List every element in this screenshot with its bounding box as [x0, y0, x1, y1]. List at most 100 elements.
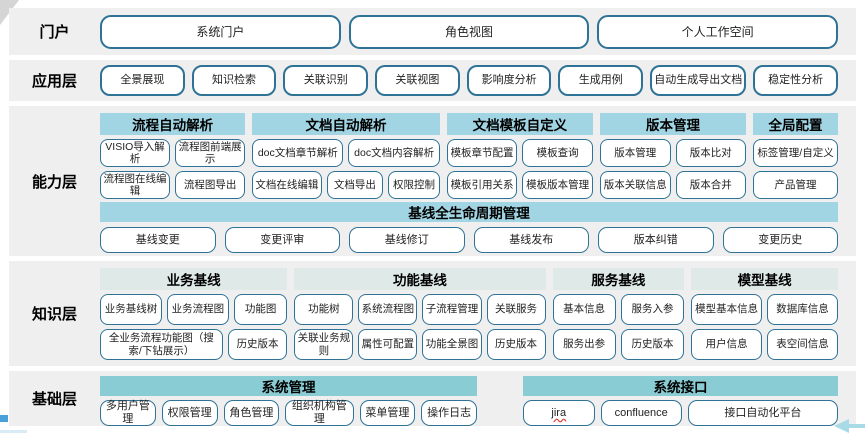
knowledge-groups: 业务基线 业务基线树 业务流程图 功能图 全业务流程功能图（搜索/下钻展示） 历…	[100, 268, 839, 360]
node-interface-automation-platform: 接口自动化平台	[687, 400, 838, 426]
node-permission-mgmt: 权限管理	[161, 400, 218, 426]
group-doc-parse: 文档自动解析 doc文档章节解析 doc文档内容解析 文档在线编辑 文档导出 权…	[252, 113, 440, 200]
knowledge-content: 业务基线 业务基线树 业务流程图 功能图 全业务流程功能图（搜索/下钻展示） 历…	[100, 261, 856, 366]
node-panorama: 全景展现	[100, 65, 185, 96]
group-header-doc-parse: 文档自动解析	[252, 113, 440, 135]
node-change-review: 变更评审	[224, 227, 340, 254]
node-version-relation: 版本关联信息	[599, 171, 671, 200]
group-service-baseline: 服务基线 基本信息 服务入参 服务出参 历史版本	[552, 268, 685, 360]
node-business-baseline-tree: 业务基线树	[100, 294, 162, 325]
node-flowchart-edit: 流程图在线编辑	[100, 171, 171, 200]
group-header-system-interface: 系统接口	[523, 376, 838, 396]
node-impact-analysis: 影响度分析	[466, 65, 552, 96]
bottom-left-line	[0, 430, 27, 433]
node-permission-control: 权限控制	[388, 171, 440, 200]
group-header-process-parse: 流程自动解析	[100, 113, 246, 135]
node-system-portal: 系统门户	[100, 14, 341, 49]
node-template-version: 模板版本管理	[522, 171, 593, 200]
node-related-business-rules: 关联业务规则	[294, 329, 354, 360]
node-database-info: 数据库信息	[767, 294, 839, 325]
node-doc-online-edit: 文档在线编辑	[252, 171, 322, 200]
node-version-correction: 版本纠错	[598, 227, 714, 254]
node-role-view: 角色视图	[348, 14, 590, 49]
node-visio-import: VISIO导入解析	[100, 139, 171, 168]
node-related-service: 关联服务	[486, 294, 546, 325]
node-tag-mgmt: 标签管理/自定义	[753, 139, 838, 168]
node-relation-identify: 关联识别	[283, 65, 369, 96]
node-jira: jira	[523, 400, 595, 426]
group-process-parse: 流程自动解析 VISIO导入解析 流程图前端展示 流程图在线编辑 流程图导出	[100, 113, 246, 200]
node-version-mgmt: 版本管理	[599, 139, 671, 168]
node-change-history: 变更历史	[722, 227, 838, 254]
node-attribute-configurable: 属性可配置	[358, 329, 418, 360]
node-user-info: 用户信息	[691, 329, 763, 360]
bottom-left-accent	[0, 415, 8, 422]
node-history-version-3: 历史版本	[620, 329, 685, 360]
band-knowledge: 知识层 业务基线 业务基线树 业务流程图 功能图 全业务流程功能图（搜索/下钻展…	[9, 261, 856, 366]
node-role-mgmt: 角色管理	[223, 400, 280, 426]
baseline-items: 基线变更 变更评审 基线修订 基线发布 版本纠错 变更历史	[100, 227, 838, 254]
capability-content: 流程自动解析 VISIO导入解析 流程图前端展示 流程图在线编辑 流程图导出 文…	[100, 106, 856, 256]
portal-items: 系统门户 角色视图 个人工作空间	[100, 8, 856, 55]
node-relation-view: 关联视图	[375, 65, 460, 96]
node-function-panorama: 功能全景图	[422, 329, 482, 360]
node-confluence: confluence	[600, 400, 682, 426]
node-tablespace-info: 表空间信息	[767, 329, 839, 360]
node-subprocess-mgmt: 子流程管理	[422, 294, 482, 325]
group-business-baseline: 业务基线 业务基线树 业务流程图 功能图 全业务流程功能图（搜索/下钻展示） 历…	[100, 268, 288, 360]
group-template-custom: 文档模板自定义 模板章节配置 模板查询 模板引用关系 模板版本管理	[446, 113, 593, 200]
band-foundation: 基础层 系统管理 多用户管理 权限管理 角色管理 组织机构管理 菜单管理 操作日…	[9, 371, 856, 426]
band-portal: 门户 系统门户 角色视图 个人工作空间	[9, 8, 856, 55]
node-version-merge: 版本合并	[675, 171, 747, 200]
node-multi-user-mgmt: 多用户管理	[100, 400, 156, 426]
node-baseline-change: 基线变更	[100, 227, 216, 254]
group-header-system-mgmt: 系统管理	[100, 376, 477, 396]
group-header-model-baseline: 模型基线	[691, 268, 839, 290]
left-arrow-line	[846, 424, 865, 428]
jira-label: jira	[551, 406, 567, 419]
group-global-config: 全局配置 标签管理/自定义 产品管理	[753, 113, 838, 200]
node-full-business-flow-map: 全业务流程功能图（搜索/下钻展示）	[100, 329, 223, 360]
node-stability-analysis: 稳定性分析	[753, 65, 838, 96]
group-version-mgmt: 版本管理 版本管理 版本比对 版本关联信息 版本合并	[599, 113, 747, 200]
node-service-output: 服务出参	[552, 329, 616, 360]
application-items: 全景展现 知识检索 关联识别 关联视图 影响度分析 生成用例 自动生成导出文档 …	[100, 60, 856, 101]
node-version-compare: 版本比对	[675, 139, 747, 168]
group-function-baseline: 功能基线 功能树 系统流程图 子流程管理 关联服务 关联业务规则 属性可配置 功…	[294, 268, 546, 360]
foundation-layer-label: 基础层	[31, 391, 77, 408]
group-header-function-baseline: 功能基线	[294, 268, 546, 290]
left-arrow-icon	[834, 419, 849, 433]
node-doc-chapter-parse: doc文档章节解析	[252, 139, 344, 168]
band-application: 应用层 全景展现 知识检索 关联识别 关联视图 影响度分析 生成用例 自动生成导…	[9, 60, 856, 101]
group-header-service-baseline: 服务基线	[552, 268, 685, 290]
node-template-reference: 模板引用关系	[446, 171, 518, 200]
node-template-query: 模板查询	[522, 139, 593, 168]
node-flowchart-export: 流程图导出	[175, 171, 246, 200]
node-basic-info: 基本信息	[552, 294, 616, 325]
node-doc-export: 文档导出	[326, 171, 384, 200]
application-layer-label: 应用层	[31, 73, 77, 90]
node-knowledge-search: 知识检索	[191, 65, 277, 96]
node-menu-mgmt: 菜单管理	[359, 400, 416, 426]
portal-layer-label: 门户	[39, 24, 70, 41]
knowledge-layer-label: 知识层	[31, 306, 77, 323]
node-business-flowchart: 业务流程图	[166, 294, 229, 325]
group-header-version-mgmt: 版本管理	[599, 113, 747, 135]
node-baseline-release: 基线发布	[473, 227, 589, 254]
node-system-flowchart: 系统流程图	[358, 294, 418, 325]
node-service-input: 服务入参	[620, 294, 685, 325]
node-doc-content-parse: doc文档内容解析	[348, 139, 440, 168]
node-org-mgmt: 组织机构管理	[285, 400, 354, 426]
group-system-interface: 系统接口 jira confluence 接口自动化平台	[523, 376, 838, 426]
node-flowchart-frontend: 流程图前端展示	[175, 139, 246, 168]
node-baseline-revise: 基线修订	[349, 227, 465, 254]
node-history-version-2: 历史版本	[486, 329, 546, 360]
band-capability: 能力层 流程自动解析 VISIO导入解析 流程图前端展示 流程图在线编辑 流程图…	[9, 106, 856, 256]
capability-layer-label: 能力层	[31, 173, 77, 191]
node-auto-export-doc: 自动生成导出文档	[650, 65, 747, 96]
node-model-basic-info: 模型基本信息	[691, 294, 763, 325]
node-product-mgmt: 产品管理	[753, 171, 838, 200]
group-header-global-config: 全局配置	[753, 113, 838, 135]
node-function-diagram: 功能图	[233, 294, 288, 325]
node-operation-log: 操作日志	[421, 400, 478, 426]
